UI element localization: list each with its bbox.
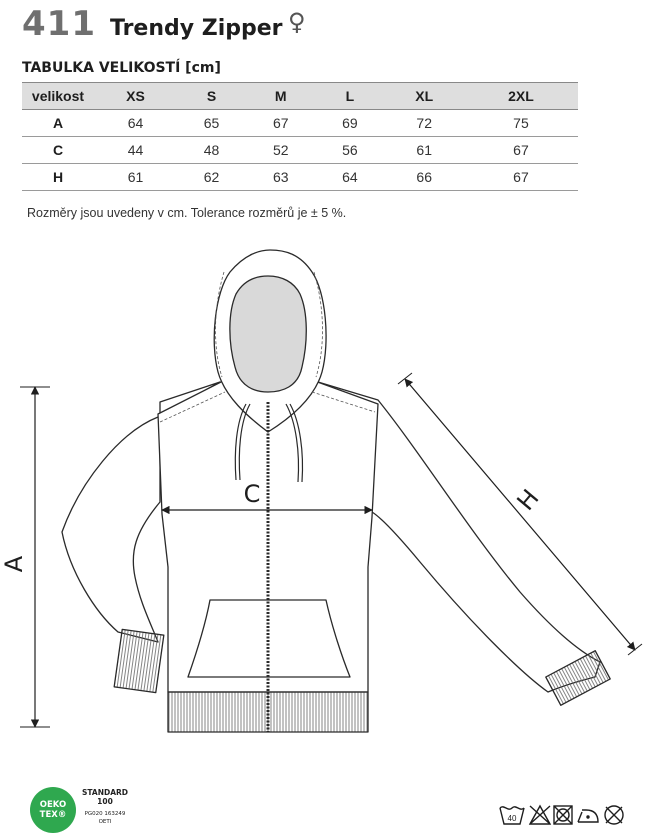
tolerance-note: Rozměry jsou uvedeny v cm. Tolerance roz…: [27, 206, 347, 220]
no-tumble-dry-icon: [553, 805, 573, 825]
dimension-h-line: [404, 378, 636, 651]
table-cell: 72: [384, 109, 464, 137]
label-a: A: [0, 555, 28, 572]
table-cell: 63: [246, 163, 316, 191]
table-cell: 67: [463, 163, 578, 191]
table-cell: 64: [315, 163, 385, 191]
table-cell: 69: [315, 109, 385, 137]
column-header: S: [176, 82, 247, 110]
hood-lining: [229, 275, 307, 393]
column-header: velikost: [22, 82, 94, 110]
table-cell: 62: [176, 163, 247, 191]
right-cuff: [545, 650, 611, 706]
care-symbols: 40: [499, 804, 624, 825]
table-cell: 66: [384, 163, 464, 191]
certificate-institute: OETI: [98, 819, 112, 825]
table-cell: 64: [94, 109, 177, 137]
stitch-lines: [159, 271, 376, 423]
table-row: A 64 65 67 69 72 75: [22, 109, 578, 137]
column-header: M: [246, 82, 316, 110]
table-cell: 44: [94, 136, 177, 164]
wash-40-icon: 40: [499, 806, 525, 825]
size-table-header-row: velikost XS S M L XL 2XL: [22, 82, 578, 110]
column-header: XL: [384, 82, 464, 110]
kangaroo-pocket: [187, 599, 351, 678]
product-header: 411 Trendy Zipper: [22, 4, 283, 44]
table-cell: 52: [246, 136, 316, 164]
drawstrings: [234, 403, 304, 483]
table-cell: 48: [176, 136, 247, 164]
size-table: velikost XS S M L XL 2XL A 64 65 67 69 7…: [22, 82, 578, 191]
column-header: L: [315, 82, 385, 110]
row-label: H: [22, 163, 94, 191]
row-label: C: [22, 136, 94, 164]
product-name: Trendy Zipper: [109, 16, 283, 41]
no-dry-clean-icon: [604, 805, 624, 825]
row-label: A: [22, 109, 94, 137]
table-cell: 56: [315, 136, 385, 164]
table-row: C 44 48 52 56 61 67: [22, 136, 578, 164]
left-cuff: [113, 628, 165, 694]
table-cell: 75: [463, 109, 578, 137]
female-symbol-icon: ♀: [288, 8, 306, 36]
left-sleeve: [61, 381, 221, 643]
table-cell: 67: [463, 136, 578, 164]
standard-text: STANDARD: [81, 788, 129, 797]
column-header: 2XL: [463, 82, 578, 110]
table-cell: 65: [176, 109, 247, 137]
size-table-title: TABULKA VELIKOSTÍ [cm]: [22, 60, 221, 76]
no-bleach-icon: [528, 804, 552, 825]
oeko-tex-line2: TEX®: [39, 810, 67, 820]
column-header: XS: [94, 82, 177, 110]
table-row: H 61 62 63 64 66 67: [22, 163, 578, 191]
standard-100-label: STANDARD 100 PG020 163249 OETI: [80, 788, 130, 826]
table-cell: 67: [246, 109, 316, 137]
certificate-id: PG020 163249: [84, 811, 126, 817]
waistband: [167, 691, 369, 733]
oeko-tex-line1: OEKO: [39, 800, 67, 810]
oeko-tex-logo: OEKO TEX®: [30, 787, 76, 833]
table-cell: 61: [94, 163, 177, 191]
svg-text:40: 40: [508, 814, 517, 823]
iron-low-icon: [577, 809, 599, 823]
product-code: 411: [22, 4, 96, 44]
hoodie-technical-drawing: A C H: [0, 249, 643, 733]
standard-number: 100: [97, 797, 113, 806]
label-c: C: [244, 480, 261, 508]
table-cell: 61: [384, 136, 464, 164]
